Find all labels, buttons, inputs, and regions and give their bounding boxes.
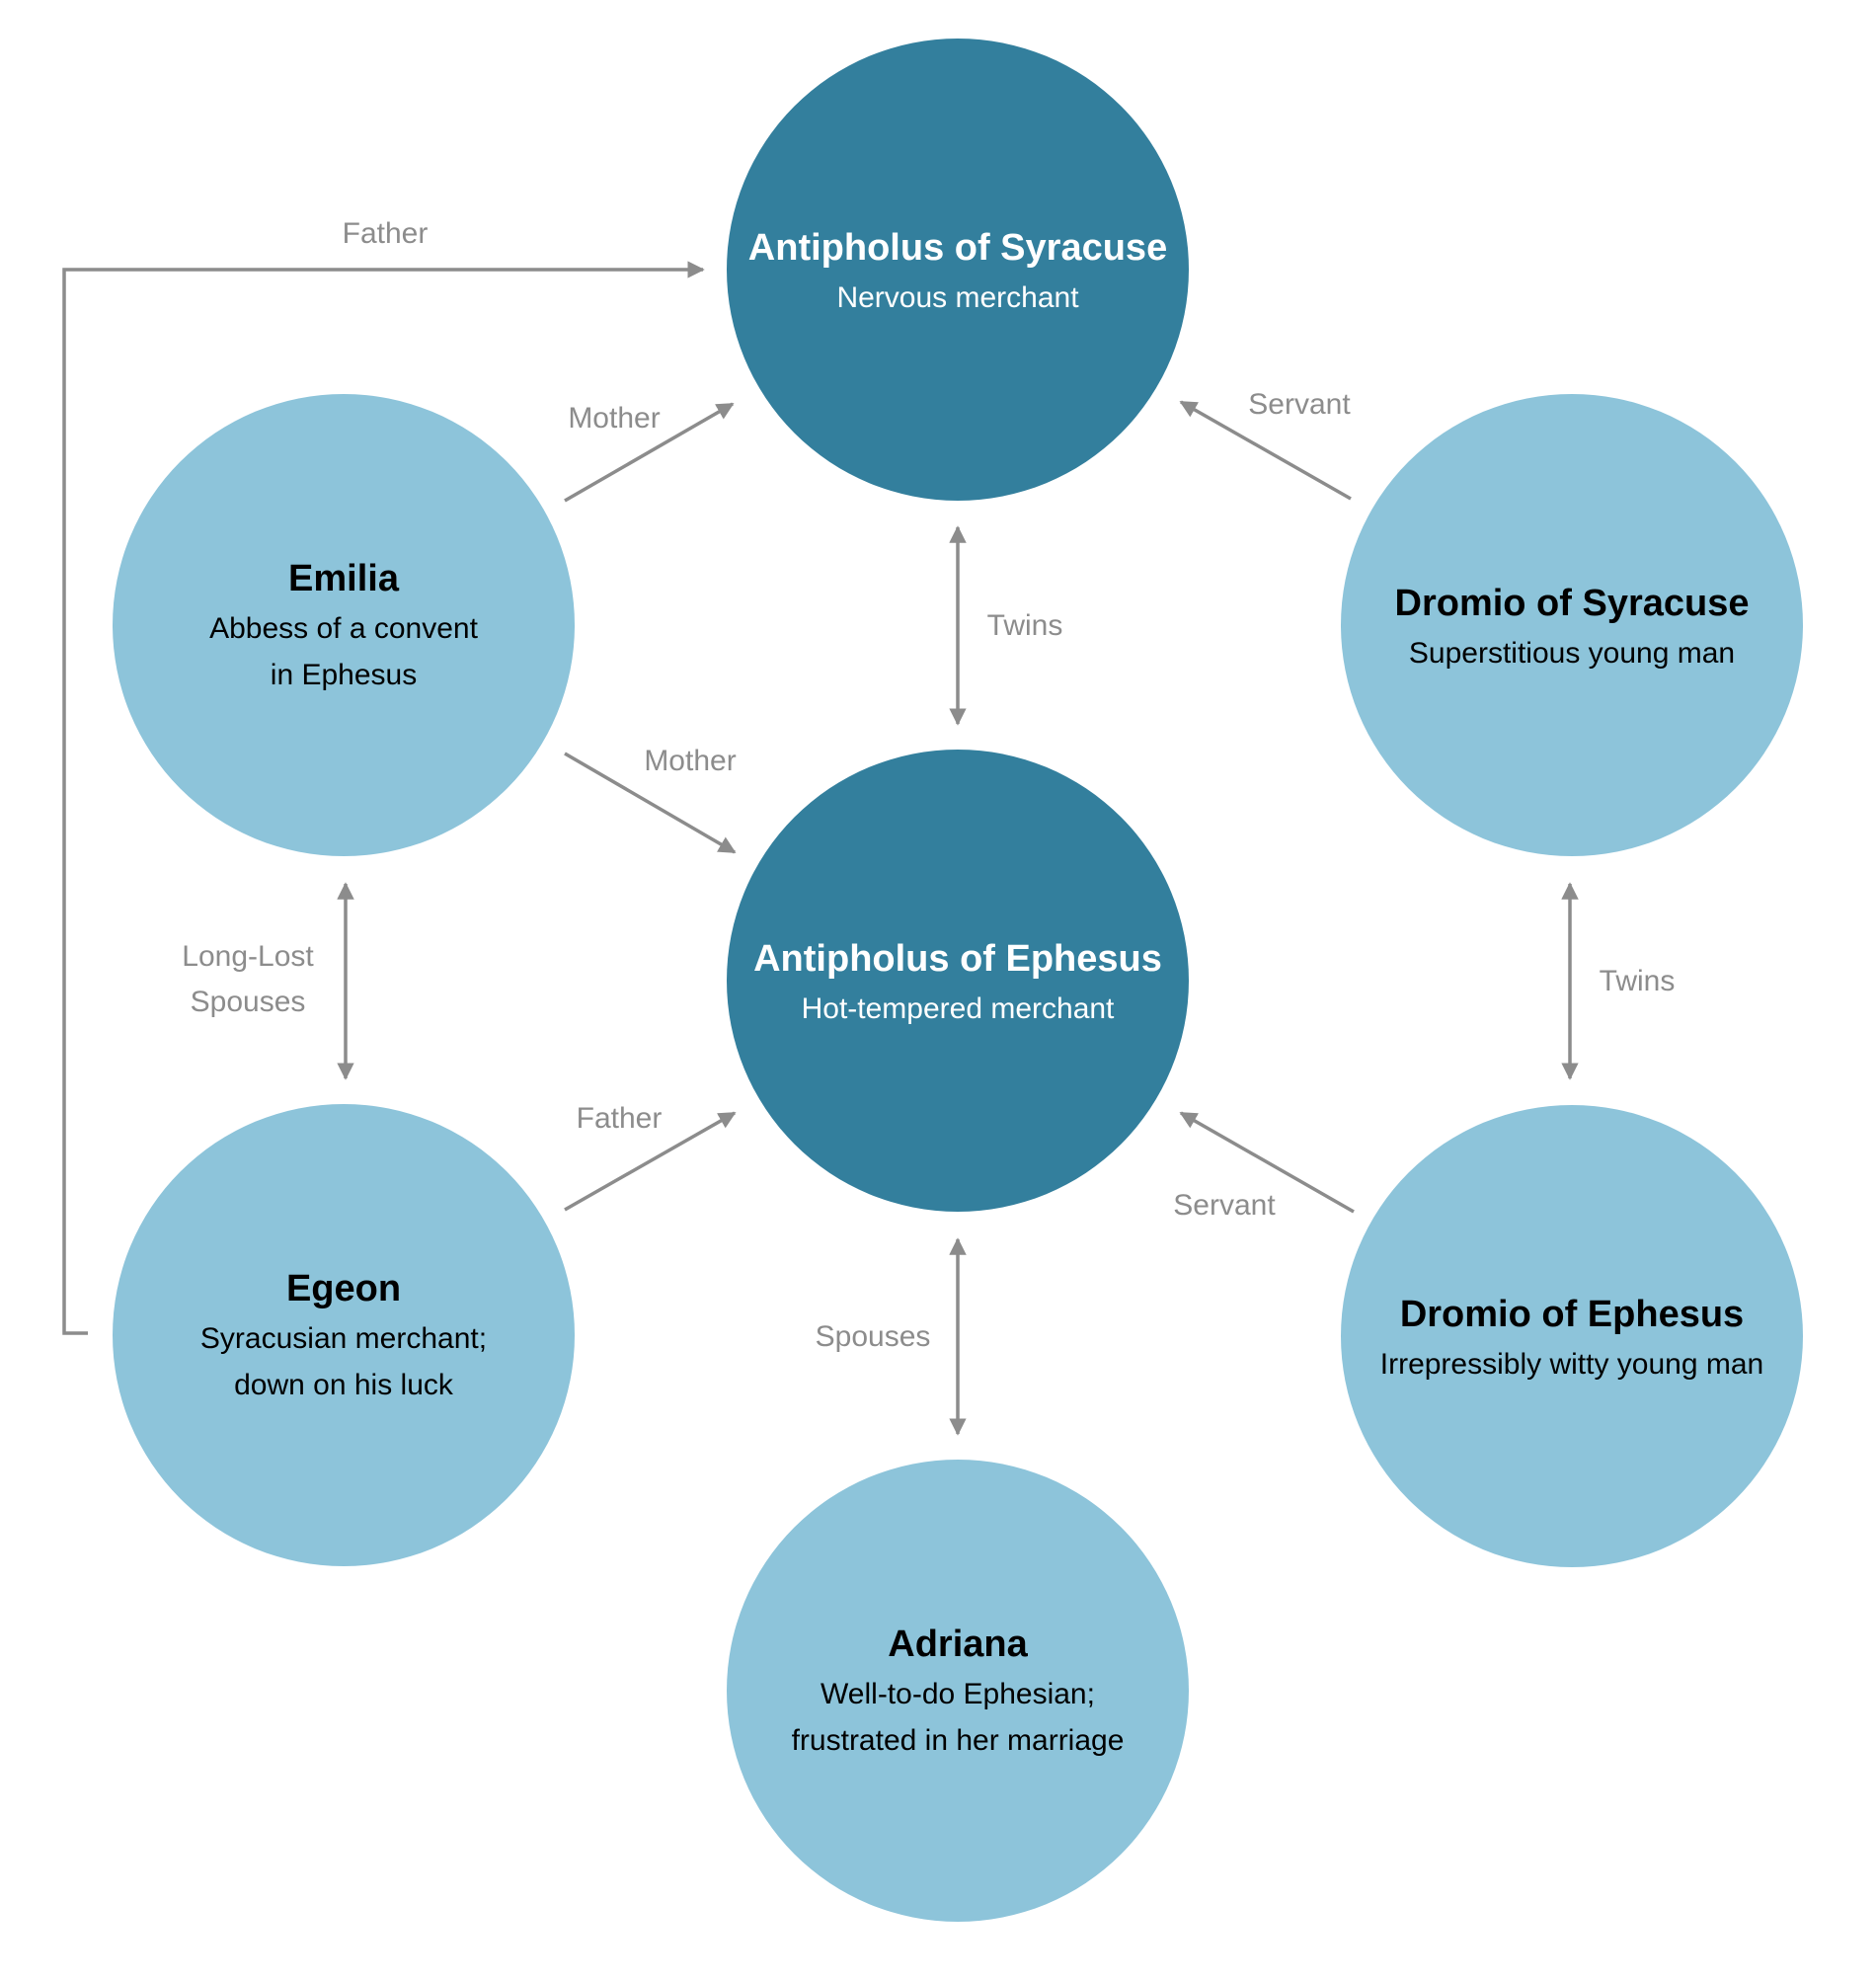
edge-line xyxy=(1179,1111,1355,1214)
text-line: Spouses xyxy=(191,986,306,1018)
node-antipholus-of-syracuse: Antipholus of Syracuse Nervous merchant xyxy=(727,39,1189,501)
text-line: Mother xyxy=(568,402,660,435)
edge-line xyxy=(1179,400,1352,501)
node-description: Hot-tempered merchant xyxy=(802,992,1115,1025)
text-line: Hot-tempered merchant xyxy=(802,992,1115,1025)
edge-label-mother: Mother xyxy=(568,402,660,435)
node-description: Irrepressibly witty young man xyxy=(1380,1348,1763,1381)
node-circle xyxy=(727,750,1189,1212)
edge-servant-dromio-syracuse: Servant xyxy=(1179,388,1352,501)
node-name: Egeon xyxy=(286,1268,401,1309)
text-line: Nervous merchant xyxy=(836,281,1079,314)
edge-spouses-antipholus-adriana: Spouses xyxy=(816,1237,967,1436)
edges: Father Mother Mother Twins Servant Twins xyxy=(62,217,1676,1436)
text-line: Twins xyxy=(1600,965,1676,997)
text-line: Spouses xyxy=(816,1320,931,1353)
node-description: Abbess of a convent in Ephesus xyxy=(209,612,479,691)
edge-line xyxy=(564,402,735,503)
edge-twins-dromio: Twins xyxy=(1561,882,1676,1080)
edge-father-egeon-to-antipholus-ephesus: Father xyxy=(564,1102,737,1212)
edge-label-mother: Mother xyxy=(644,745,736,777)
node-antipholus-of-ephesus: Antipholus of Ephesus Hot-tempered merch… xyxy=(727,750,1189,1212)
node-description: Well-to-do Ephesian; frustrated in her ma… xyxy=(792,1678,1125,1757)
text-line: Abbess of a convent xyxy=(209,612,479,645)
edge-mother-emilia-to-antipholus-ephesus: Mother xyxy=(564,745,737,854)
node-circle xyxy=(1341,1105,1803,1567)
text-line: Syracusian merchant; xyxy=(200,1322,487,1355)
text-line: Mother xyxy=(644,745,736,777)
node-name: Dromio of Ephesus xyxy=(1400,1294,1744,1335)
text-line: in Ephesus xyxy=(271,659,417,691)
text-line: Long-Lost xyxy=(182,940,314,973)
edge-mother-emilia-to-antipholus-syracuse: Mother xyxy=(564,402,735,503)
text-line: Irrepressibly witty young man xyxy=(1380,1348,1763,1381)
edge-label-twins: Twins xyxy=(987,609,1063,642)
node-circle xyxy=(727,1460,1189,1922)
node-dromio-of-ephesus: Dromio of Ephesus Irrepressibly witty yo… xyxy=(1341,1105,1803,1567)
node-emilia: Emilia Abbess of a convent in Ephesus xyxy=(113,394,575,856)
text-line: Servant xyxy=(1248,388,1351,421)
text-line: Father xyxy=(343,217,429,250)
text-line: Well-to-do Ephesian; xyxy=(821,1678,1095,1710)
node-name: Antipholus of Syracuse xyxy=(748,227,1167,269)
node-circle xyxy=(113,394,575,856)
node-egeon: Egeon Syracusian merchant; down on his lu… xyxy=(113,1104,575,1566)
edge-father-egeon-to-antipholus-syracuse: Father xyxy=(62,217,705,1335)
node-dromio-of-syracuse: Dromio of Syracuse Superstitious young m… xyxy=(1341,394,1803,856)
text-line: down on his luck xyxy=(234,1369,454,1401)
text-line: Superstitious young man xyxy=(1409,637,1735,670)
edge-line xyxy=(564,1111,737,1212)
text-line: Twins xyxy=(987,609,1063,642)
edge-line xyxy=(62,261,705,1335)
node-adriana: Adriana Well-to-do Ephesian; frustrated i… xyxy=(727,1460,1189,1922)
node-name: Emilia xyxy=(288,558,400,599)
node-name: Dromio of Syracuse xyxy=(1395,583,1750,624)
edge-label-father: Father xyxy=(343,217,429,250)
edge-label-twins: Twins xyxy=(1600,965,1676,997)
node-description: Superstitious young man xyxy=(1409,637,1735,670)
node-name: Adriana xyxy=(888,1624,1028,1665)
node-name: Antipholus of Ephesus xyxy=(753,938,1162,980)
text-line: Father xyxy=(577,1102,663,1135)
node-circle xyxy=(1341,394,1803,856)
node-description: Syracusian merchant; down on his luck xyxy=(200,1322,487,1401)
node-circle xyxy=(727,39,1189,501)
nodes: Antipholus of Syracuse Nervous merchant … xyxy=(113,39,1803,1922)
text-line: frustrated in her marriage xyxy=(792,1724,1125,1757)
edge-label-spouses: Spouses xyxy=(816,1320,931,1353)
edge-label-servant: Servant xyxy=(1248,388,1351,421)
edge-label-father: Father xyxy=(577,1102,663,1135)
edge-servant-dromio-ephesus: Servant xyxy=(1173,1111,1355,1222)
edge-line xyxy=(564,752,737,854)
edge-twins-antipholus: Twins xyxy=(949,525,1063,726)
node-circle xyxy=(113,1104,575,1566)
node-description: Nervous merchant xyxy=(836,281,1079,314)
text-line: Servant xyxy=(1173,1189,1276,1222)
edge-label-servant: Servant xyxy=(1173,1189,1276,1222)
